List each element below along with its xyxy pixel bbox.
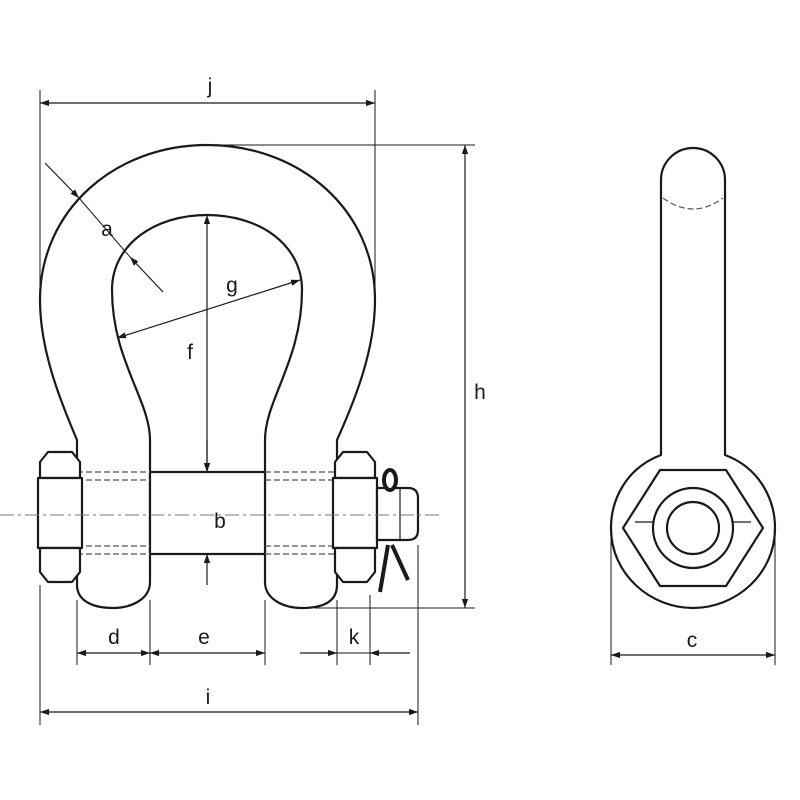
label-d: d <box>108 626 120 649</box>
label-g: g <box>226 274 238 297</box>
label-k: k <box>349 626 360 649</box>
dim-a-line <box>44 162 80 199</box>
label-h: h <box>474 381 486 404</box>
shackle-pin <box>148 470 267 556</box>
pin-tail <box>375 486 420 542</box>
pin-head <box>36 450 84 584</box>
front-view <box>0 143 440 610</box>
label-j: j <box>207 75 213 98</box>
side-view <box>609 146 777 610</box>
label-c: c <box>687 629 698 652</box>
dimension-labels: j a g f h b d e k i c <box>101 75 697 709</box>
label-i: i <box>206 686 211 709</box>
cotter-pin <box>378 468 410 593</box>
dim-g-line <box>116 279 301 339</box>
nut <box>331 450 379 584</box>
dimension-lines <box>40 99 775 716</box>
label-a: a <box>101 218 113 241</box>
label-f: f <box>187 341 193 364</box>
label-b: b <box>214 510 226 533</box>
label-e: e <box>198 626 210 649</box>
shackle-bow <box>38 143 377 610</box>
extension-lines <box>39 90 776 725</box>
